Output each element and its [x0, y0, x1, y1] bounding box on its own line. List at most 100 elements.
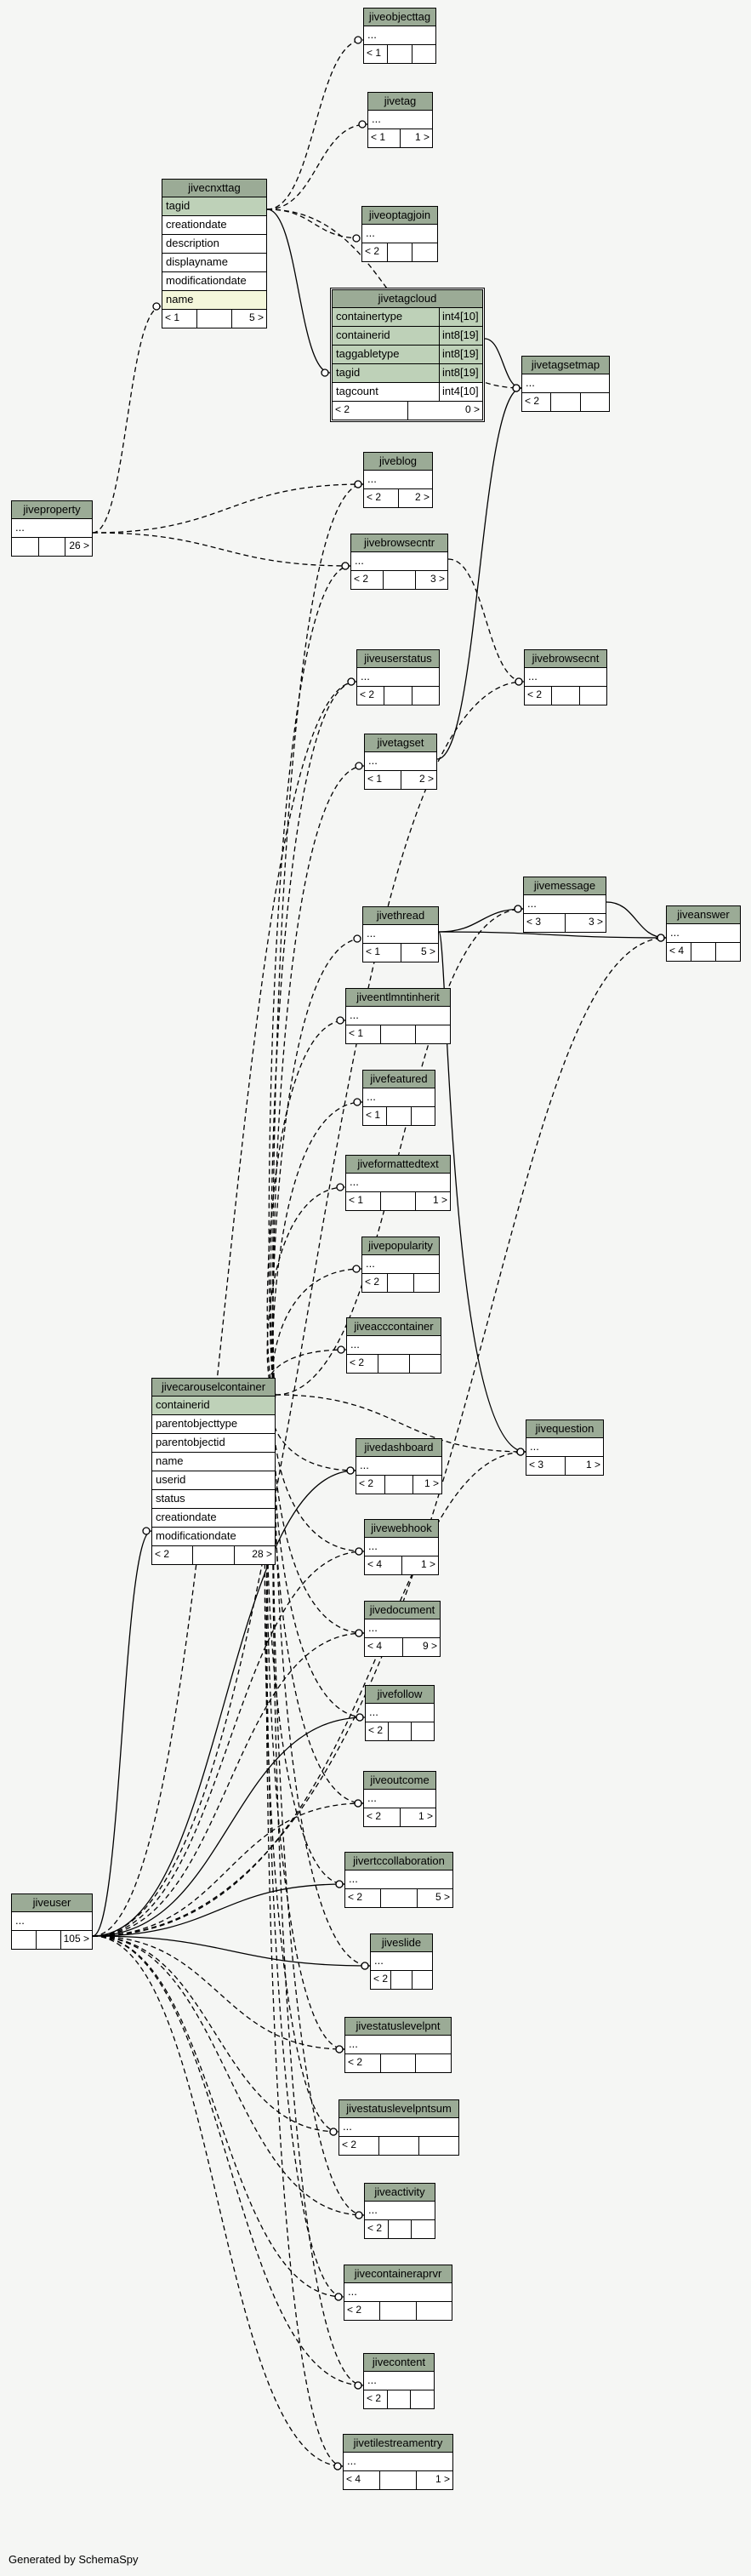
table-jivepopularity[interactable]: jivepopularity...< 2: [361, 1237, 440, 1293]
column-row[interactable]: ...: [368, 111, 432, 129]
table-jiveslide[interactable]: jiveslide...< 2: [370, 1933, 433, 1990]
column-row[interactable]: ...: [356, 1457, 441, 1476]
column-row[interactable]: status: [152, 1490, 275, 1509]
column-row[interactable]: creationdate: [162, 216, 266, 235]
column-row[interactable]: parentobjecttype: [152, 1415, 275, 1434]
table-title[interactable]: jivetagset: [365, 734, 436, 752]
column-row[interactable]: ...: [344, 2283, 452, 2302]
column-row[interactable]: ...: [363, 925, 438, 944]
table-title[interactable]: jivecnxttag: [162, 180, 266, 197]
column-row[interactable]: ...: [12, 519, 92, 538]
column-row[interactable]: userid: [152, 1471, 275, 1490]
table-title[interactable]: jivequestion: [526, 1420, 603, 1438]
table-title[interactable]: jivepopularity: [362, 1237, 439, 1255]
column-row[interactable]: ...: [339, 2118, 458, 2137]
column-row[interactable]: ...: [362, 1255, 439, 1274]
table-jiveactivity[interactable]: jiveactivity...< 2: [364, 2183, 435, 2239]
column-row[interactable]: ...: [344, 2453, 452, 2471]
column-row[interactable]: name: [162, 291, 266, 310]
column-row[interactable]: ...: [366, 1704, 434, 1722]
table-title[interactable]: jivebrowsecnt: [525, 650, 606, 668]
column-row[interactable]: ...: [365, 1538, 438, 1556]
table-title[interactable]: jivecontaineraprvr: [344, 2265, 452, 2283]
column-row[interactable]: name: [152, 1453, 275, 1471]
column-row[interactable]: ...: [364, 2372, 434, 2390]
column-row[interactable]: ...: [365, 2202, 435, 2220]
table-title[interactable]: jiveacccontainer: [347, 1318, 441, 1336]
table-title[interactable]: jivedashboard: [356, 1439, 441, 1457]
column-row[interactable]: ...: [345, 2036, 451, 2054]
table-title[interactable]: jivecontent: [364, 2354, 434, 2372]
table-jivestatuslevelpnt[interactable]: jivestatuslevelpnt...< 2: [344, 2017, 452, 2073]
table-title[interactable]: jivebrowsecntr: [351, 534, 447, 552]
table-title[interactable]: jiveactivity: [365, 2184, 435, 2202]
column-row[interactable]: tagid: [162, 197, 266, 216]
table-jivefollow[interactable]: jivefollow...< 2: [365, 1685, 435, 1741]
table-jiveentitmntinherit[interactable]: jiveentlmntinherit...< 1: [345, 988, 451, 1044]
table-title[interactable]: jivedocument: [365, 1602, 440, 1619]
column-row[interactable]: ...: [667, 924, 740, 943]
column-row[interactable]: ...: [346, 1174, 450, 1192]
table-jiveproperty[interactable]: jiveproperty...26 >: [11, 500, 93, 557]
table-jivebrowsecnt[interactable]: jivebrowsecnt...< 2: [524, 649, 607, 705]
table-title[interactable]: jiveoutcome: [364, 1772, 435, 1790]
table-title[interactable]: jivertccollaboration: [345, 1853, 452, 1871]
column-row[interactable]: ...: [364, 471, 432, 489]
column-row[interactable]: ...: [362, 225, 437, 243]
table-title[interactable]: jivewebhook: [365, 1520, 438, 1538]
column-row[interactable]: ...: [365, 1619, 440, 1638]
column-row[interactable]: ...: [363, 1088, 435, 1107]
column-row[interactable]: ...: [351, 552, 447, 571]
column-row[interactable]: containerid: [152, 1397, 275, 1415]
table-title[interactable]: jivetagcloud: [333, 290, 482, 308]
column-row[interactable]: ...: [345, 1871, 452, 1889]
table-title[interactable]: jivefeatured: [363, 1071, 435, 1088]
table-title[interactable]: jivetag: [368, 93, 432, 111]
column-row[interactable]: ...: [522, 374, 609, 393]
column-row[interactable]: ...: [526, 1438, 603, 1457]
column-row[interactable]: ...: [364, 1790, 435, 1808]
table-title[interactable]: jiveuserstatus: [357, 650, 439, 668]
table-title[interactable]: jivethread: [363, 907, 438, 925]
table-title[interactable]: jiveentlmntinherit: [346, 989, 450, 1007]
table-title[interactable]: jivecarouselcontainer: [152, 1379, 275, 1397]
column-row[interactable]: ...: [357, 668, 439, 687]
column-row[interactable]: ...: [371, 1952, 432, 1971]
column-row[interactable]: parentobjectid: [152, 1434, 275, 1453]
table-title[interactable]: jivefollow: [366, 1686, 434, 1704]
table-jiveanswer[interactable]: jiveanswer...< 4: [666, 905, 741, 962]
table-title[interactable]: jiveanswer: [667, 906, 740, 924]
column-row[interactable]: modificationdate: [162, 272, 266, 291]
table-title[interactable]: jivetagsetmap: [522, 357, 609, 374]
table-title[interactable]: jiveblog: [364, 453, 432, 471]
table-jiveacccontainer[interactable]: jiveacccontainer...< 2: [346, 1317, 441, 1374]
table-title[interactable]: jivestatuslevelpntsum: [339, 2100, 458, 2118]
table-jiveobjecttag[interactable]: jiveobjecttag...< 1: [363, 8, 436, 64]
column-row[interactable]: ...: [365, 752, 436, 771]
table-title[interactable]: jiveoptagjoin: [362, 207, 437, 225]
table-jivefeatured[interactable]: jivefeatured...< 1: [362, 1070, 435, 1126]
table-jivetagsetmap[interactable]: jivetagsetmap...< 2: [521, 356, 610, 412]
table-title[interactable]: jivestatuslevelpnt: [345, 2018, 451, 2036]
table-title[interactable]: jiveslide: [371, 1934, 432, 1952]
column-row[interactable]: displayname: [162, 254, 266, 272]
